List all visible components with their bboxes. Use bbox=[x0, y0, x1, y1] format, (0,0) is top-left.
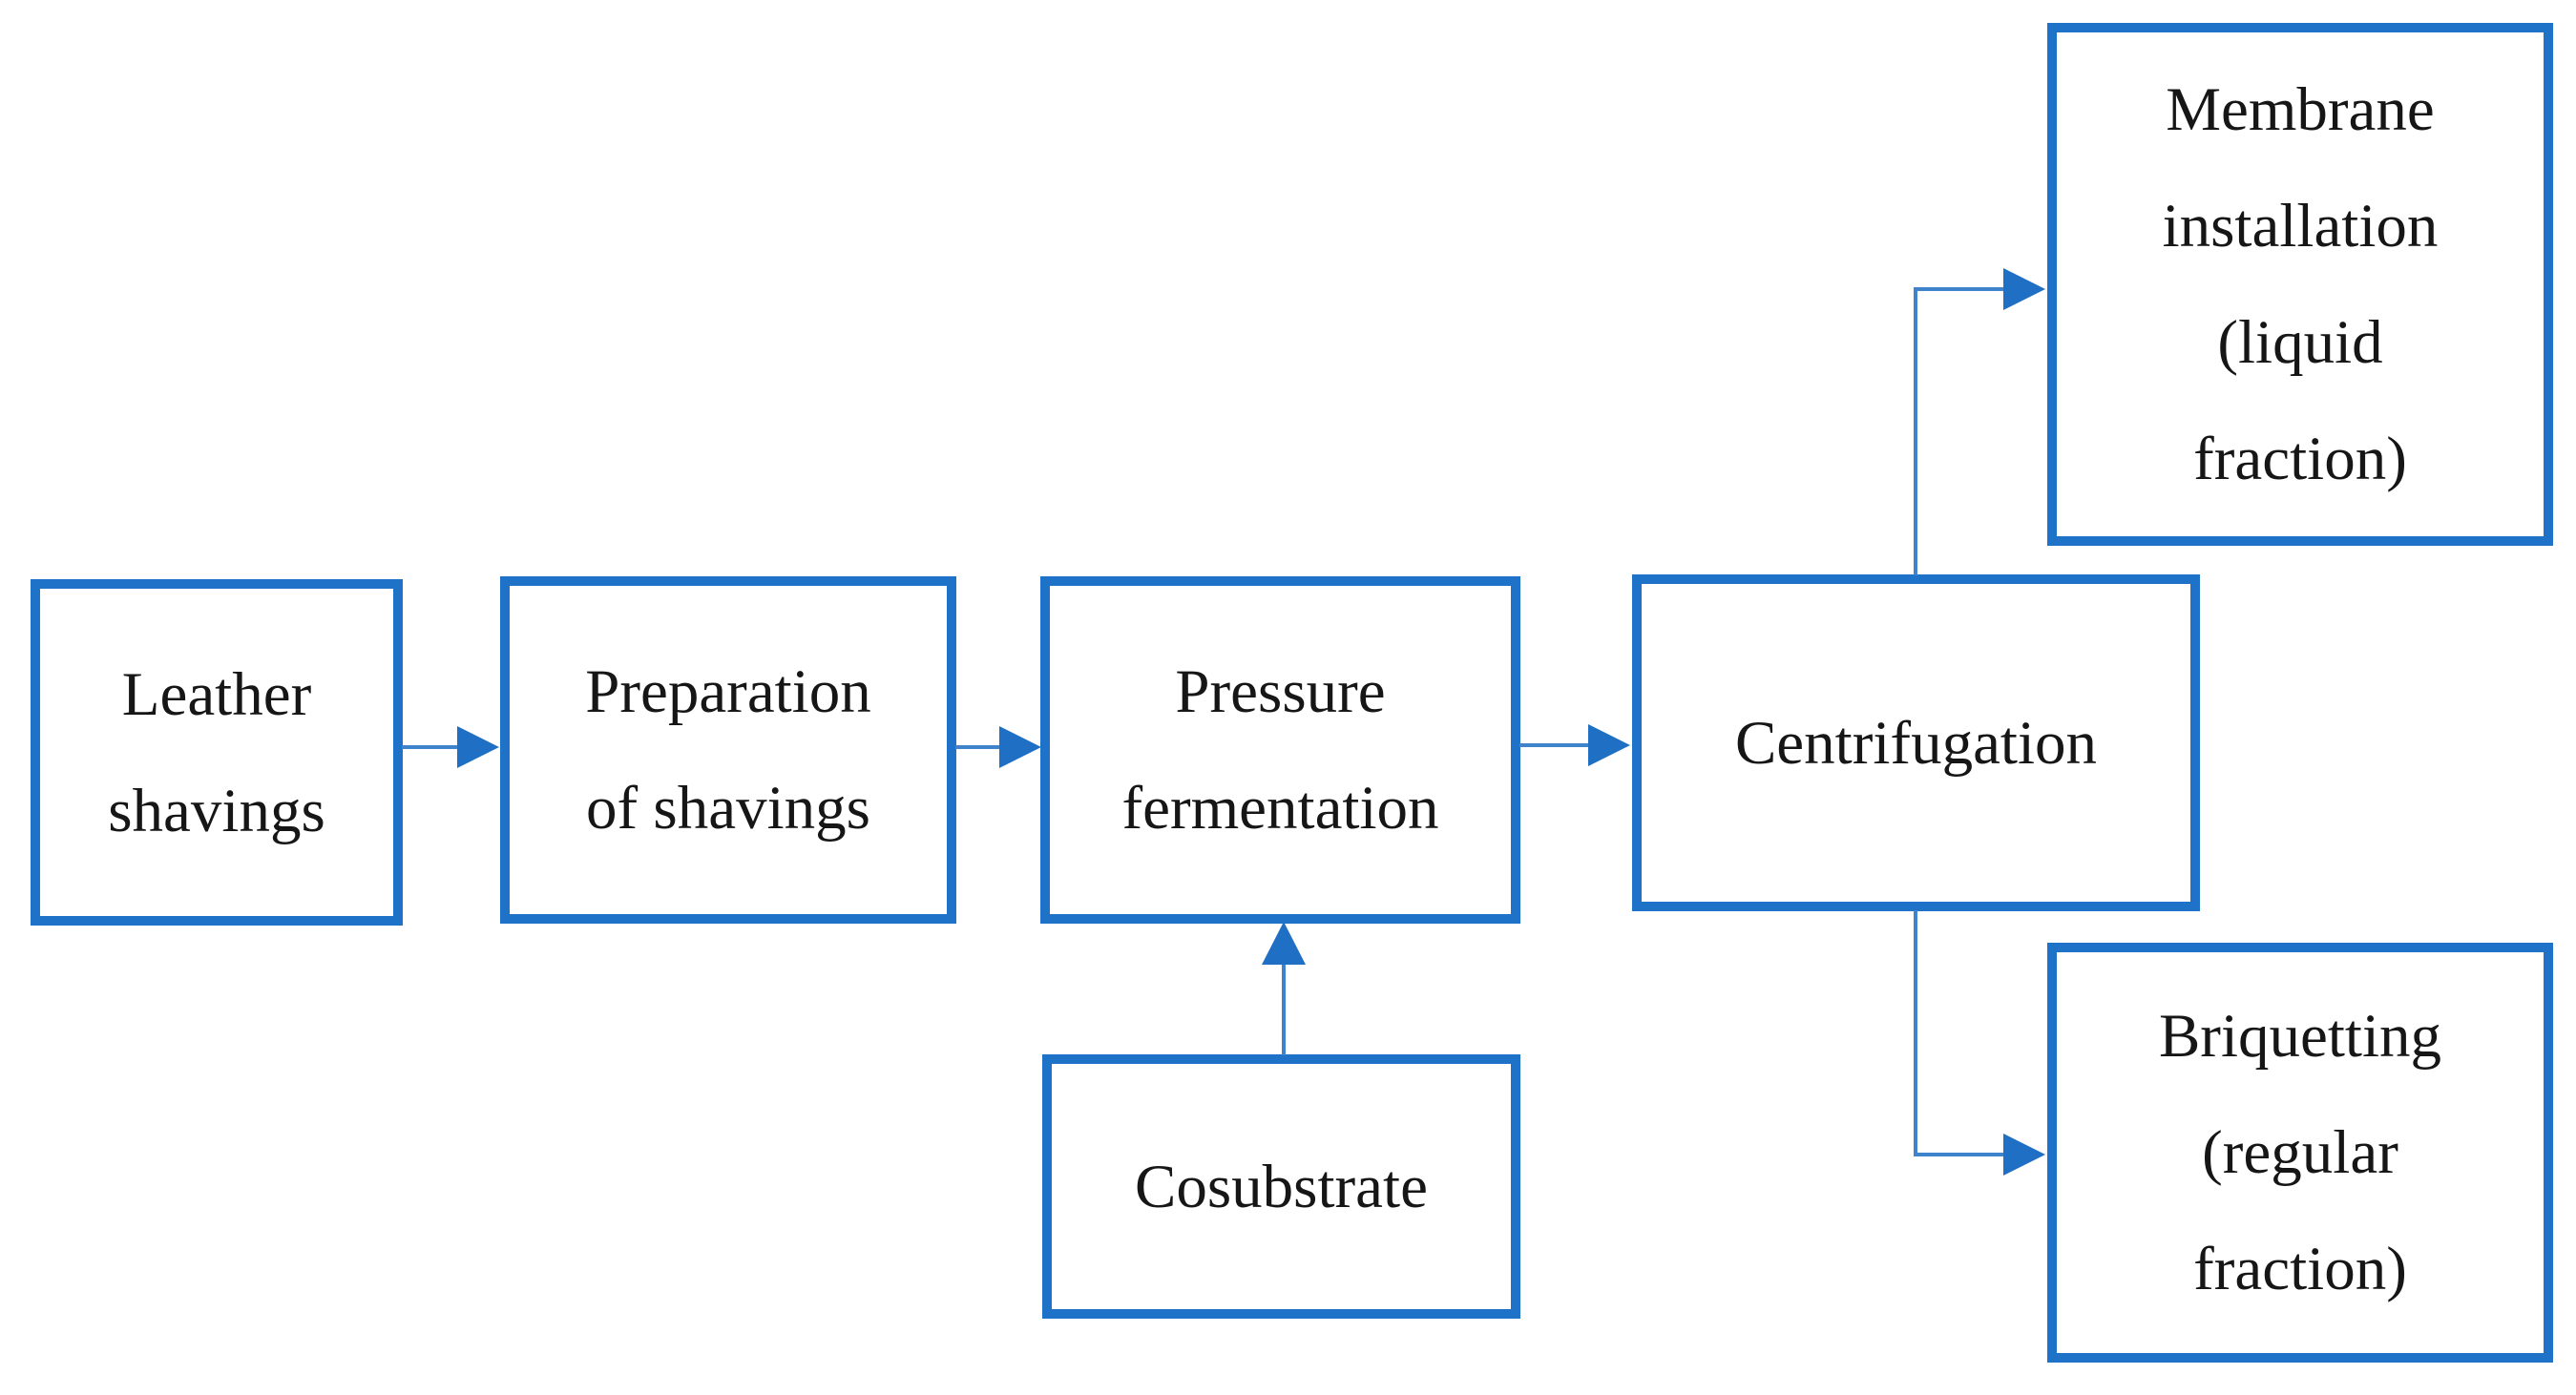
node-membrane-installation-label: Membrane installation (liquid fraction) bbox=[2162, 75, 2439, 493]
node-leather-shavings-label: Leather shavings bbox=[108, 659, 325, 845]
node-briquetting-label: Briquetting (regular fraction) bbox=[2158, 1002, 2442, 1303]
arrowhead-right-icon bbox=[2003, 1134, 2045, 1176]
node-membrane-installation: Membrane installation (liquid fraction) bbox=[2047, 23, 2553, 546]
arrowhead-right-icon bbox=[2003, 268, 2045, 310]
node-preparation-of-shavings-label: Preparation of shavings bbox=[585, 657, 871, 843]
connector-preparation-to-fermentation bbox=[955, 745, 1003, 749]
node-pressure-fermentation: Pressure fermentation bbox=[1040, 576, 1520, 924]
node-preparation-of-shavings: Preparation of shavings bbox=[500, 576, 956, 924]
arrowhead-right-icon bbox=[1588, 724, 1630, 766]
node-centrifugation: Centrifugation bbox=[1632, 574, 2200, 911]
node-briquetting: Briquetting (regular fraction) bbox=[2047, 943, 2553, 1363]
connector-centrifugation-to-briquetting-vertical bbox=[1914, 910, 1917, 1155]
connector-cosubstrate-to-fermentation bbox=[1282, 964, 1286, 1055]
node-cosubstrate: Cosubstrate bbox=[1042, 1054, 1520, 1319]
node-cosubstrate-label: Cosubstrate bbox=[1135, 1152, 1428, 1221]
arrowhead-right-icon bbox=[457, 726, 499, 768]
node-pressure-fermentation-label: Pressure fermentation bbox=[1121, 657, 1439, 843]
node-centrifugation-label: Centrifugation bbox=[1734, 708, 2098, 778]
arrowhead-right-icon bbox=[999, 726, 1041, 768]
connector-fermentation-to-centrifugation bbox=[1519, 743, 1592, 747]
connector-leather-to-preparation bbox=[402, 745, 461, 749]
connector-centrifugation-to-briquetting-horizontal bbox=[1914, 1153, 2007, 1156]
node-leather-shavings: Leather shavings bbox=[31, 579, 403, 926]
connector-centrifugation-to-membrane-vertical bbox=[1914, 289, 1917, 575]
connector-centrifugation-to-membrane-horizontal bbox=[1914, 287, 2007, 291]
arrowhead-up-icon bbox=[1262, 922, 1306, 965]
